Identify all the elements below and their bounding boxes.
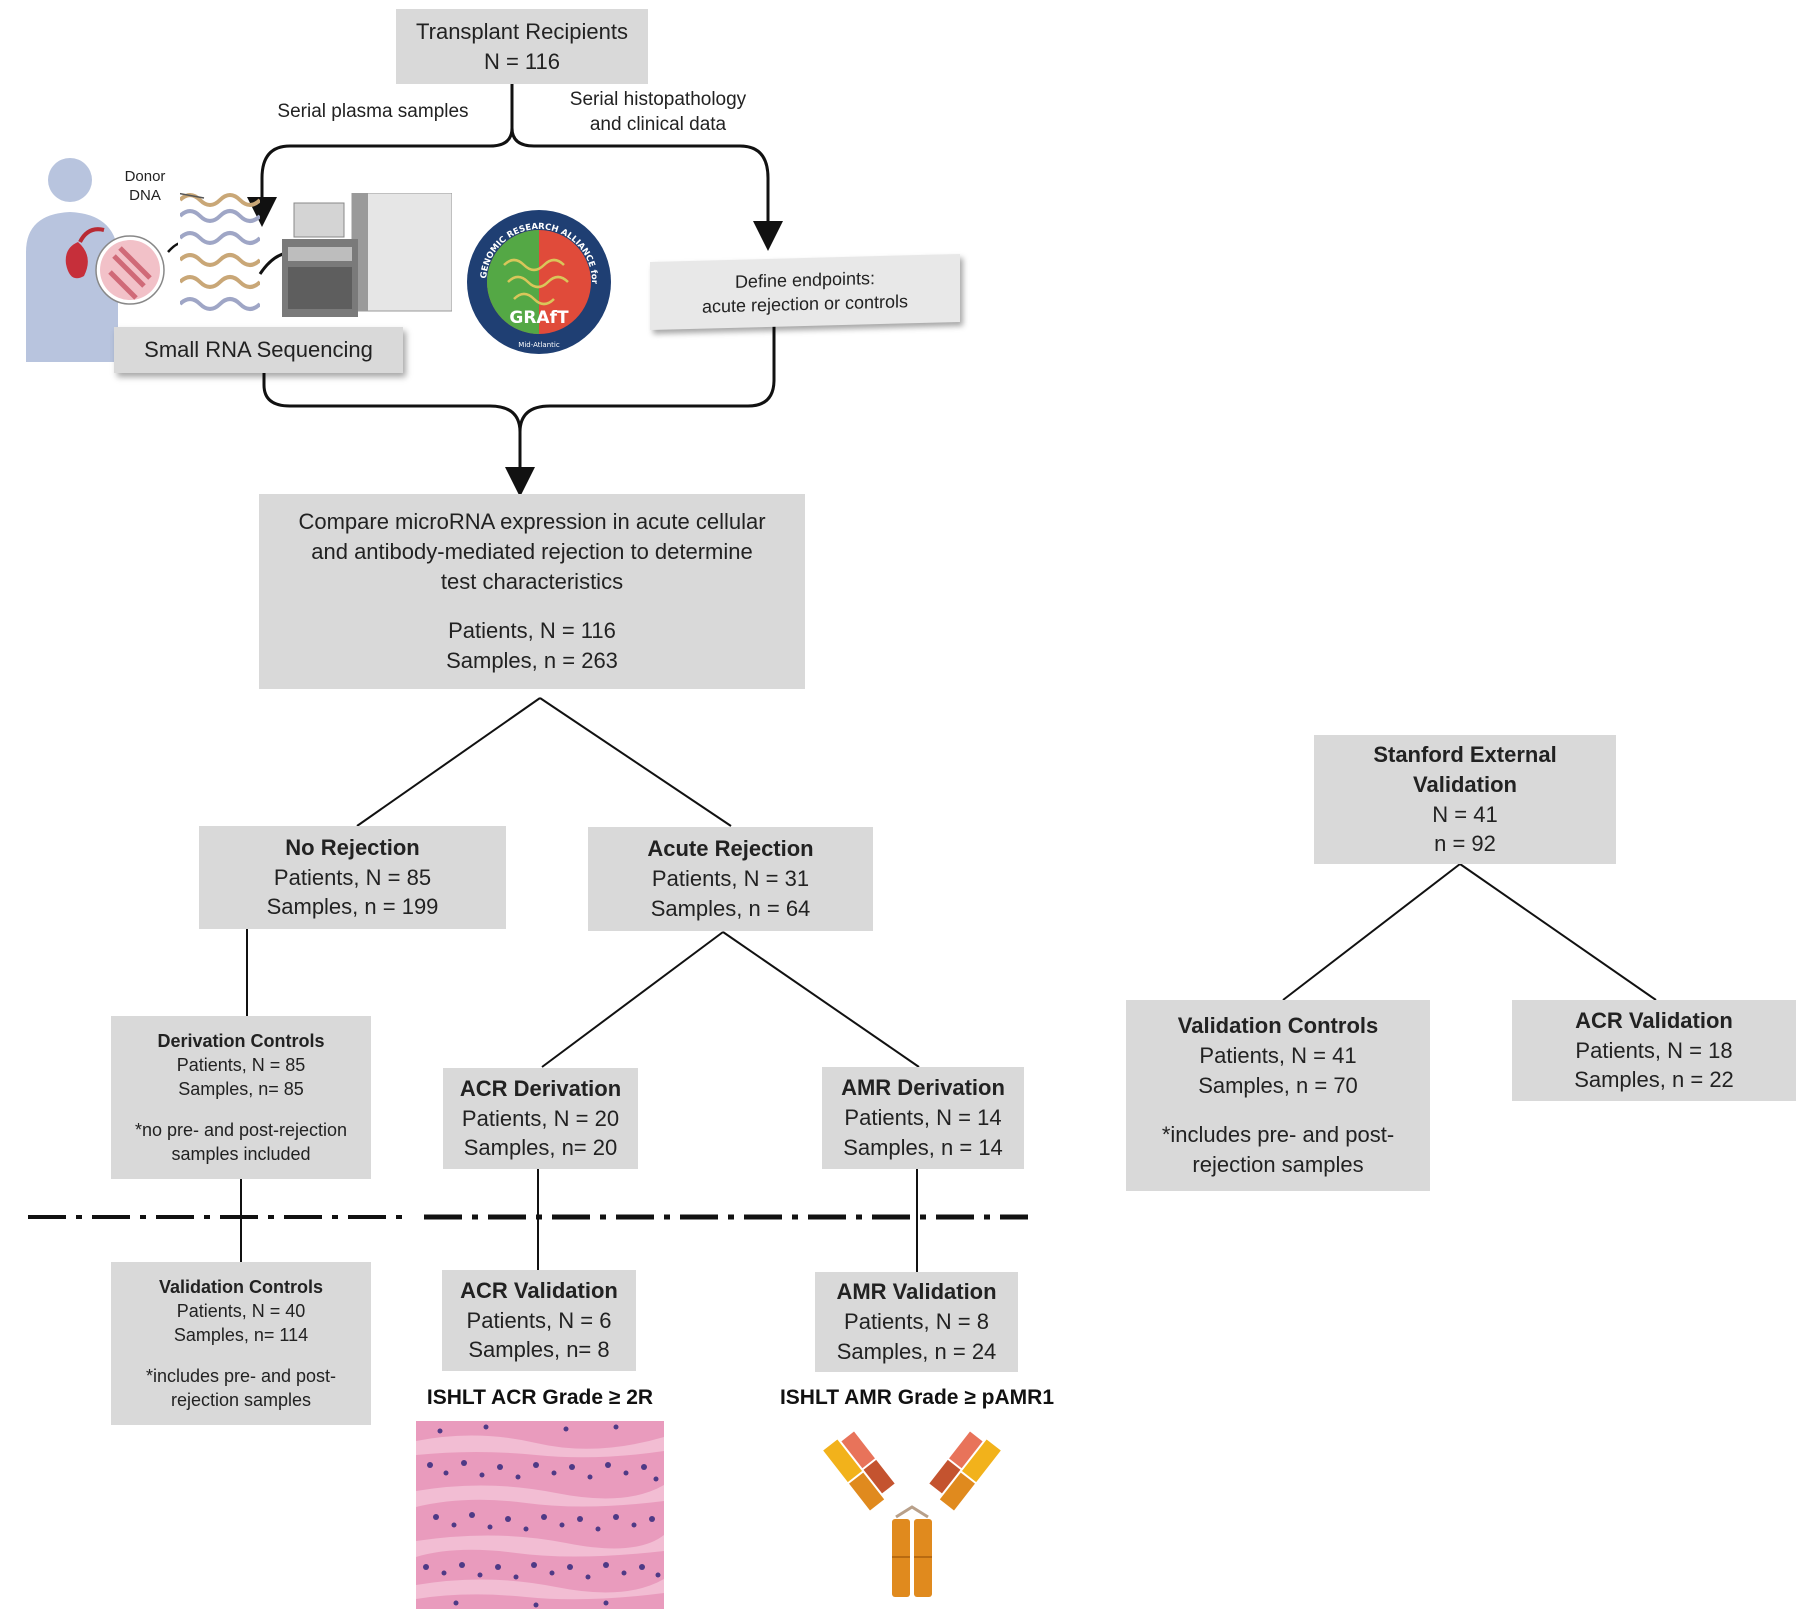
stanford-acr-validation-patients: Patients, N = 18 [1575,1037,1733,1063]
line-compare-to-acute-rejection [539,697,732,827]
label-serial-plasma: Serial plasma samples [277,101,469,122]
stanford-validation-controls-note-line2: rejection samples [1192,1151,1364,1177]
compare-line1: Compare microRNA expression in acute cel… [298,509,766,535]
donor-dna-label: Donor DNA [110,168,180,206]
amr-validation-title: AMR Validation [836,1279,997,1305]
compare-samples: Samples, n = 263 [446,648,618,674]
line-acute-to-amr-derivation [722,931,920,1068]
transplant-recipients-box: Transplant Recipients N = 116 [396,9,648,84]
amr-derivation-samples: Samples, n = 14 [843,1134,1003,1160]
acute-rejection-samples: Samples, n = 64 [650,895,811,921]
stanford-validation-controls-patients: Patients, N = 41 [1199,1043,1357,1069]
stanford-validation-controls-note-line1: *includes pre- and post- [1161,1122,1395,1148]
donor-dna-line1: Donor [124,168,166,185]
line-acute-to-acr-derivation [541,931,724,1068]
stanford-title-line1: Stanford External [1373,742,1557,768]
small-rna-sequencing-box: Small RNA Sequencing [114,327,403,373]
acr-validation-samples: Samples, n= 8 [468,1337,610,1363]
acr-derivation-samples: Samples, n= 20 [463,1135,618,1161]
no-rejection-patients: Patients, N = 85 [273,864,432,890]
compare-line2: and antibody-mediated rejection to deter… [311,538,753,564]
merge-from-sequencing [262,372,535,497]
label-serial-histopathology-line1: Serial histopathology [569,89,747,110]
acute-rejection-patients: Patients, N = 31 [651,866,810,892]
amr-derivation-box: AMR Derivation Patients, N = 14 Samples,… [822,1067,1024,1169]
acute-rejection-title: Acute Rejection [647,836,814,862]
label-serial-histopathology: Serial histopathology and clinical data [548,88,768,137]
stanford-validation-controls-title: Validation Controls [1177,1013,1379,1039]
derivation-controls-box: Derivation Controls Patients, N = 85 Sam… [111,1016,371,1179]
graft-logo: GRAfT GENOMIC RESEARCH ALLIANCE for TRAN… [464,207,611,354]
acr-derivation-box: ACR Derivation Patients, N = 20 Samples,… [443,1068,638,1169]
acr-grade-label: ISHLT ACR Grade ≥ 2R [426,1386,654,1409]
sequencer-machine-illustration [282,193,452,317]
no-rejection-box: No Rejection Patients, N = 85 Samples, n… [199,826,506,929]
no-rejection-title: No Rejection [285,834,420,860]
no-rejection-samples: Samples, n = 199 [266,894,439,920]
graft-logo-center-text: GRAfT [509,308,569,328]
derivation-controls-title: Derivation Controls [157,1030,325,1051]
stanford-patients: N = 41 [1432,801,1498,827]
amr-derivation-patients: Patients, N = 14 [844,1105,1002,1131]
compare-patients: Patients, N = 116 [448,618,616,644]
validation-controls-box: Validation Controls Patients, N = 40 Sam… [111,1262,371,1425]
merge-from-endpoints [518,326,776,433]
patient-body-illustration [26,158,178,362]
dna-strands-illustration [180,192,260,311]
stanford-validation-controls-box: Validation Controls Patients, N = 41 Sam… [1126,1000,1430,1191]
validation-controls-note-line2: rejection samples [170,1390,312,1411]
acr-validation-patients: Patients, N = 6 [466,1307,612,1333]
amr-validation-patients: Patients, N = 8 [844,1309,989,1335]
line-compare-to-no-rejection [356,697,541,827]
line-stanford-to-acr [1459,863,1657,1001]
acr-derivation-title: ACR Derivation [459,1075,622,1101]
small-rna-sequencing-label: Small RNA Sequencing [144,337,373,363]
line-stanford-to-controls [1282,863,1461,1001]
graft-logo-bottom-text: Mid-Atlantic [518,341,560,349]
acute-rejection-box: Acute Rejection Patients, N = 31 Samples… [588,827,873,931]
stanford-validation-controls-samples: Samples, n = 70 [1198,1072,1358,1098]
arrow-to-endpoints [510,127,783,251]
amr-grade-label: ISHLT AMR Grade ≥ pAMR1 [779,1386,1055,1409]
amr-validation-box: AMR Validation Patients, N = 8 Samples, … [815,1272,1018,1372]
acr-histology-image [416,1421,664,1609]
derivation-controls-note-line2: samples included [171,1144,311,1165]
stanford-title-line2: Validation [1413,771,1517,797]
derivation-controls-note-line1: *no pre- and post-rejection [134,1119,348,1140]
stanford-acr-validation-box: ACR Validation Patients, N = 18 Samples,… [1512,1000,1796,1101]
acr-validation-box: ACR Validation Patients, N = 6 Samples, … [442,1270,636,1371]
label-serial-histopathology-line2: and clinical data [589,113,727,135]
validation-controls-note-line1: *includes pre- and post- [145,1365,337,1386]
validation-controls-title: Validation Controls [158,1276,323,1297]
acr-validation-title: ACR Validation [460,1277,618,1303]
stanford-samples: n = 92 [1434,831,1496,857]
transplant-recipients-count: N = 116 [483,48,561,74]
define-endpoints-box: Define endpoints: acute rejection or con… [650,253,960,331]
antibody-illustration [823,1431,1001,1597]
amr-derivation-title: AMR Derivation [841,1075,1005,1101]
stanford-external-validation-box: Stanford External Validation N = 41 n = … [1314,735,1616,864]
derivation-controls-samples: Samples, n= 85 [178,1079,304,1100]
transplant-recipients-title: Transplant Recipients [416,18,628,44]
validation-controls-samples: Samples, n= 114 [173,1325,309,1346]
amr-validation-samples: Samples, n = 24 [836,1338,997,1364]
donor-dna-line2: DNA [129,186,161,204]
validation-controls-patients: Patients, N = 40 [176,1300,306,1321]
derivation-controls-patients: Patients, N = 85 [176,1054,306,1075]
arrow-to-sequencing [247,82,514,227]
compare-microrna-box: Compare microRNA expression in acute cel… [259,494,805,689]
stanford-acr-validation-title: ACR Validation [1575,1007,1733,1033]
acr-derivation-patients: Patients, N = 20 [461,1105,620,1131]
compare-line3: test characteristics [440,568,624,594]
stanford-acr-validation-samples: Samples, n = 22 [1574,1067,1734,1093]
